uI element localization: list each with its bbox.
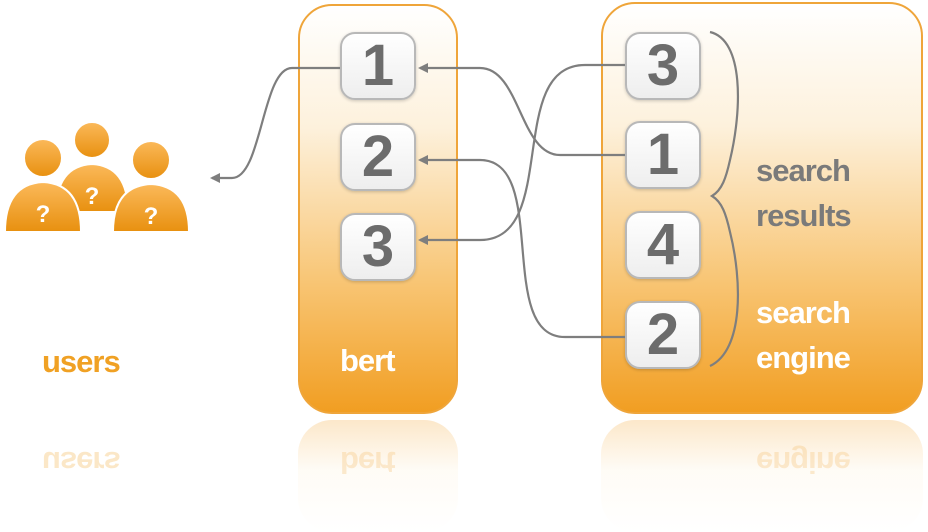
user-icon-right: ?: [111, 140, 191, 233]
result-card-1: 3: [625, 32, 701, 100]
user-question-mark: ?: [85, 183, 100, 210]
bert-card-3: 3: [340, 213, 416, 281]
results-brace: [709, 30, 740, 367]
users-group-icon: ? ? ?: [3, 121, 191, 233]
search-engine-panel-reflection: [601, 420, 923, 532]
bert-panel-reflection: [298, 420, 458, 532]
bert-label: bert: [340, 343, 396, 378]
bert-card-1: 1: [340, 32, 416, 100]
search-engine-label-line-1: search: [756, 295, 851, 330]
users-label: users: [42, 344, 121, 379]
user-question-mark: ?: [144, 203, 159, 230]
result-card-3: 4: [625, 211, 701, 279]
bert-card-2: 2: [340, 123, 416, 191]
arrow-result-2-to-bert-2: [418, 155, 625, 339]
user-question-mark: ?: [36, 201, 51, 228]
user-icon-left: ?: [3, 138, 83, 233]
result-card-2: 1: [625, 121, 701, 189]
arrow-result-1-to-bert-1: [418, 63, 625, 157]
arrow-result-3-to-bert-3: [418, 63, 625, 245]
search-results-label-line-1: search: [756, 153, 851, 188]
search-engine-label-line-2: engine: [756, 340, 851, 375]
search-results-label-line-2: results: [756, 198, 852, 233]
arrow-bert-to-users: [210, 66, 340, 183]
result-card-4: 2: [625, 301, 701, 369]
